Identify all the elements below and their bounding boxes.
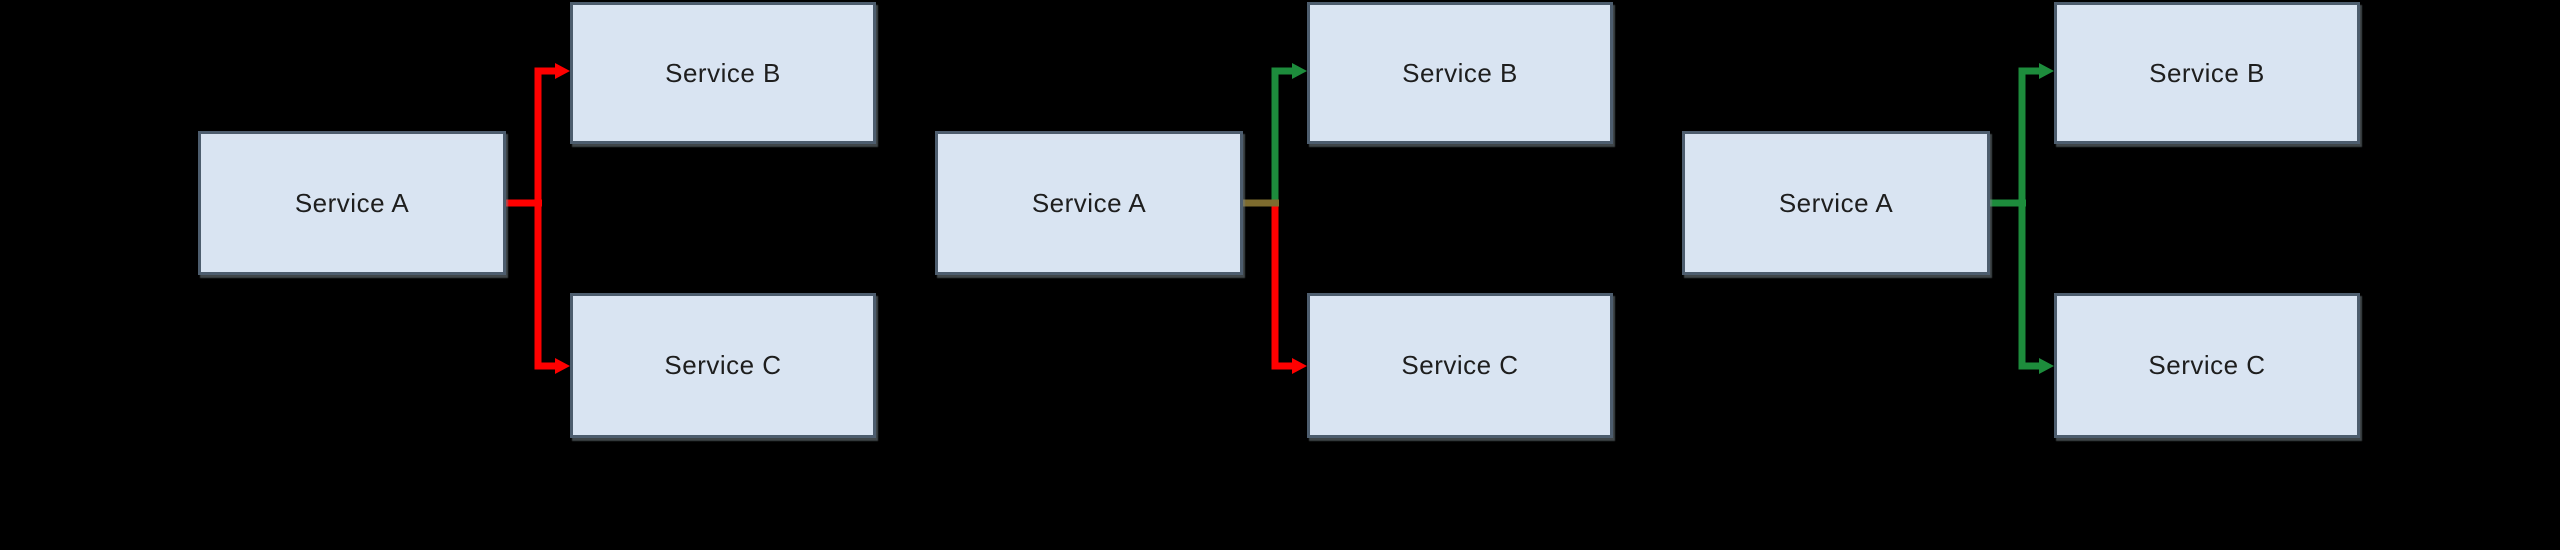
- arrowhead-into-c: [555, 358, 570, 374]
- service-c-label: Service C: [664, 350, 782, 380]
- arrowhead-into-b: [2039, 63, 2054, 79]
- service-b-label: Service B: [1402, 57, 1518, 88]
- service-a-node: Service A: [935, 131, 1243, 275]
- service-c-label: Service C: [2148, 350, 2266, 380]
- service-a-label: Service A: [1778, 187, 1894, 218]
- edge-a-c: [534, 203, 558, 370]
- edge-a-c: [2018, 203, 2042, 370]
- service-a-label: Service A: [294, 187, 410, 218]
- service-c-node: Service C: [2054, 293, 2360, 438]
- service-c-node: Service C: [570, 293, 876, 438]
- service-a-node: Service A: [1682, 131, 1990, 275]
- service-b-label: Service B: [665, 57, 781, 88]
- diagram-group-middle: Service A Service B Service C: [935, 2, 1613, 438]
- service-c-label: Service C: [1401, 350, 1519, 380]
- service-a-node: Service A: [198, 131, 506, 275]
- arrowhead-into-c: [1292, 358, 1307, 374]
- edge-a-c: [1271, 203, 1295, 370]
- edge-a-b: [2018, 67, 2042, 203]
- service-b-node: Service B: [2054, 2, 2360, 144]
- service-b-node: Service B: [570, 2, 876, 144]
- diagram-group-right: Service A Service B Service C: [1682, 2, 2360, 438]
- service-a-label: Service A: [1031, 187, 1147, 218]
- service-b-node: Service B: [1307, 2, 1613, 144]
- edge-a-b: [1271, 67, 1295, 203]
- service-c-node: Service C: [1307, 293, 1613, 438]
- arrowhead-into-c: [2039, 358, 2054, 374]
- arrowhead-into-b: [555, 63, 570, 79]
- service-b-label: Service B: [2149, 57, 2265, 88]
- arrowhead-into-b: [1292, 63, 1307, 79]
- diagram-group-left: Service A Service B Service C: [198, 2, 876, 438]
- edge-a-b: [534, 67, 558, 203]
